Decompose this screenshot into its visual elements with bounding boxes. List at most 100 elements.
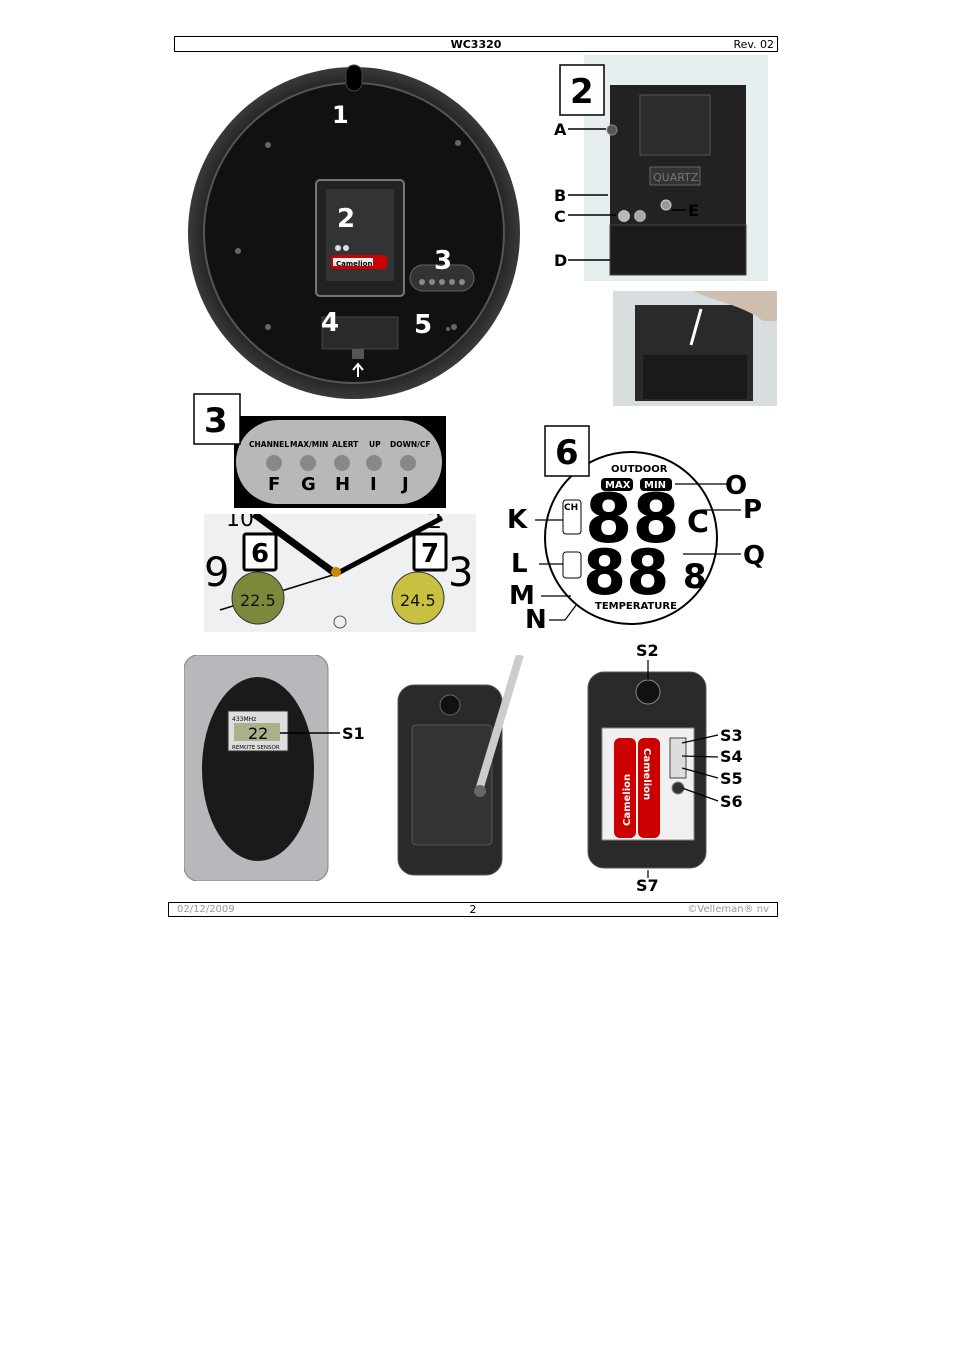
callout-S1: S1 (342, 724, 365, 743)
callout-C: C (554, 207, 566, 226)
sensor-front-figure: 433MHz 22 REMOTE SENSOR S1 (184, 655, 365, 881)
model-number: WC3320 (450, 38, 502, 51)
button-J (400, 455, 416, 471)
box-label-2 (559, 64, 605, 116)
unit-celsius: C (687, 505, 709, 540)
callout-B: B (554, 186, 566, 205)
box-label-7-text: 7 (421, 539, 439, 569)
box-label-7 (412, 532, 448, 572)
letter-I: I (370, 474, 377, 495)
button-name-down: DOWN/CF (390, 440, 431, 449)
numeral-9: 9 (204, 550, 229, 596)
button-I (366, 455, 382, 471)
lcd-diagram: 6 OUTDOOR MAX MIN CH 88 88 8 C TEMPERATU… (507, 425, 765, 634)
box-label-2-text: 2 (570, 72, 594, 112)
box-label-3-text: 3 (204, 401, 228, 441)
radio-icon (333, 615, 347, 629)
sensor-back-figure (397, 655, 524, 876)
thermometer-icon (562, 551, 582, 579)
ch-label: CH (564, 503, 578, 513)
callout-Q: Q (743, 541, 765, 571)
reset-photo (613, 291, 777, 406)
button-F (266, 455, 282, 471)
battery-2 (638, 738, 660, 838)
lcd-right (391, 571, 445, 625)
sensor-open-figure: Camelion Camelion S2 S3 S4 S5 S6 S7 (587, 641, 743, 895)
lcd-digits-lower: 88 (583, 536, 669, 609)
sensor-face (202, 677, 314, 861)
battery-brand: Camelion (336, 260, 373, 268)
temperature-label: TEMPERATURE (595, 601, 677, 612)
box-label-6 (242, 532, 278, 572)
sensor-remote-label: REMOTE SENSOR (232, 745, 280, 751)
callout-L: L (511, 549, 528, 579)
page-number: 2 (469, 903, 477, 916)
lcd-decimal: 8 (683, 557, 707, 597)
max-label: MAX (605, 480, 631, 491)
callout-O: O (725, 471, 747, 501)
lcd-left (231, 571, 285, 625)
box-label-6-text: 6 (251, 539, 269, 569)
label-2: 2 (337, 204, 355, 234)
outdoor-label: OUTDOOR (611, 464, 668, 475)
buttons-strip (409, 264, 475, 292)
page-footer: 02/12/2009 2 ©Velleman® nv (168, 902, 778, 917)
clock-back-figure: Camelion 1 2 3 4 5 (188, 64, 520, 399)
button-H (334, 455, 350, 471)
callout-S3: S3 (720, 726, 743, 745)
callout-M: M (509, 581, 535, 611)
button-name-alert: ALERT (332, 440, 359, 449)
label-4: 4 (321, 308, 339, 338)
callout-P: P (743, 495, 762, 525)
button-name-maxmin: MAX/MIN (290, 440, 328, 449)
callout-S6: S6 (720, 792, 743, 811)
buttons-panel-figure: 3 CHANNEL MAX/MIN ALERT UP DOWN/CF F G H… (193, 393, 446, 508)
switch-block (669, 737, 687, 779)
clock-face-figure: 10 2 9 3 22.5 24.5 6 7 (204, 514, 476, 632)
quartz-text: QUARTZ (653, 171, 699, 184)
letter-H: H (335, 474, 350, 495)
callout-S2: S2 (636, 641, 659, 660)
screw-holes (235, 140, 461, 331)
lcd-digits-upper: 88 (585, 480, 680, 559)
lcd-left-reading: 22.5 (240, 591, 276, 610)
button-G (300, 455, 316, 471)
sensor-freq: 433MHz (232, 716, 256, 723)
minute-hand (334, 515, 444, 577)
lcd-right-reading: 24.5 (400, 591, 436, 610)
battery-cover (411, 724, 493, 846)
letter-F: F (268, 474, 280, 495)
sensor-slot (321, 316, 399, 350)
callout-N: N (525, 605, 547, 634)
lcd-outline (544, 451, 718, 625)
screwdriver (476, 655, 524, 789)
battery-1 (614, 738, 636, 838)
page-header: WC3320 Rev. 02 (174, 36, 778, 52)
numeral-10: 10 (226, 514, 254, 532)
hand-hub (331, 567, 341, 577)
callout-D: D (554, 251, 567, 270)
movement-figure: QUARTZ 2 A B C D E (554, 55, 768, 281)
footer-copyright: ©Velleman® nv (687, 904, 769, 915)
numeral-3: 3 (448, 550, 473, 596)
label-3: 3 (434, 246, 452, 276)
callout-K: K (507, 505, 528, 535)
callout-S7: S7 (636, 876, 659, 895)
button-name-channel: CHANNEL (249, 440, 289, 449)
revision: Rev. 02 (733, 38, 774, 51)
letter-G: G (301, 474, 316, 495)
callout-S5: S5 (720, 769, 743, 788)
min-label: MIN (644, 480, 666, 491)
box-label-6-lcd-text: 6 (555, 433, 579, 473)
box-label-3 (193, 393, 241, 445)
button-name-up: UP (369, 440, 381, 449)
sensor-reading: 22 (248, 724, 268, 743)
label-5: 5 (414, 310, 432, 340)
callout-S4: S4 (720, 747, 743, 766)
arrow-up-icon (352, 362, 364, 377)
letter-J: J (400, 474, 409, 495)
label-1: 1 (332, 101, 349, 129)
footer-date: 02/12/2009 (177, 904, 235, 915)
box-label-6-lcd (544, 425, 590, 477)
hour-hand (251, 514, 339, 577)
